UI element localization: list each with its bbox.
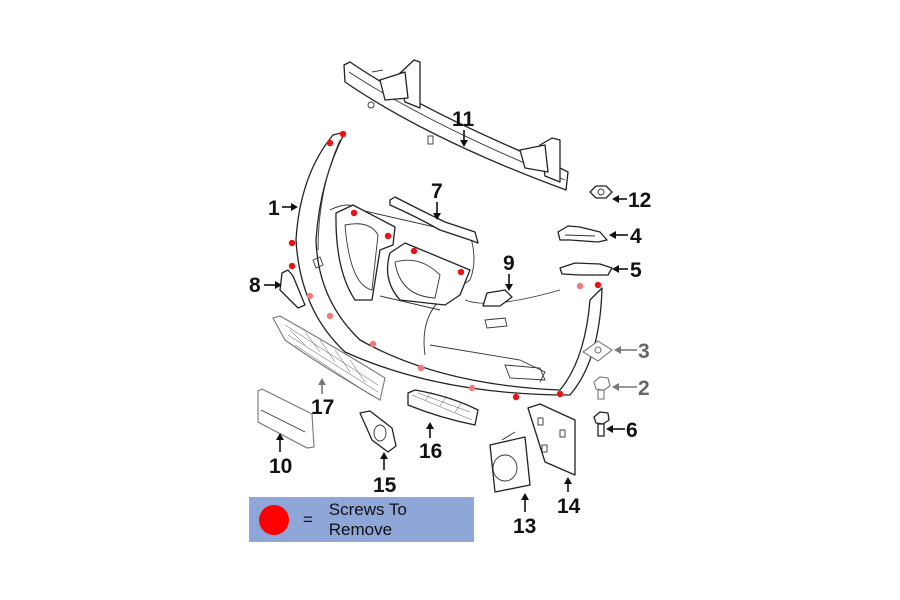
label-part-3: 3 bbox=[638, 340, 650, 363]
screw-marker bbox=[384, 232, 392, 240]
label-part-1: 1 bbox=[268, 197, 280, 220]
label-part-10: 10 bbox=[269, 455, 292, 478]
screw-marker bbox=[326, 312, 334, 320]
part-2-bolt bbox=[593, 376, 611, 400]
label-part-13: 13 bbox=[513, 515, 536, 538]
label-part-16: 16 bbox=[419, 440, 442, 463]
label-part-2: 2 bbox=[638, 377, 650, 400]
label-part-14: 14 bbox=[557, 495, 581, 518]
screw-marker bbox=[512, 393, 520, 401]
part-13-fog-lamp bbox=[489, 431, 531, 493]
screw-markers bbox=[288, 130, 602, 401]
part-3-clip-nut bbox=[582, 340, 613, 362]
label-part-11: 11 bbox=[452, 108, 475, 131]
label-part-5: 5 bbox=[630, 259, 642, 282]
screw-marker bbox=[326, 139, 334, 147]
label-part-15: 15 bbox=[373, 474, 397, 497]
screw-marker bbox=[468, 384, 476, 392]
label-part-12: 12 bbox=[628, 189, 651, 212]
screw-marker bbox=[594, 281, 602, 289]
screw-marker bbox=[457, 268, 465, 276]
label-part-6: 6 bbox=[626, 419, 638, 442]
part-4-upper-bracket bbox=[557, 225, 608, 243]
screw-marker bbox=[556, 390, 564, 398]
screw-marker bbox=[350, 209, 358, 217]
label-part-8: 8 bbox=[249, 274, 261, 297]
part-7-seal-strip bbox=[389, 196, 479, 244]
screw-marker bbox=[417, 364, 425, 372]
part-10-license-plate-bracket bbox=[257, 388, 315, 449]
legend-equals: = bbox=[302, 509, 313, 529]
screw-marker bbox=[410, 247, 418, 255]
legend-text: Screws To Remove bbox=[328, 499, 407, 539]
part-1-bumper-cover bbox=[295, 131, 603, 396]
part-15-fog-lamp-bezel bbox=[359, 410, 397, 453]
label-part-4: 4 bbox=[630, 225, 642, 248]
label-part-7: 7 bbox=[431, 180, 443, 203]
part-14-mount-bracket bbox=[527, 403, 576, 476]
leader-arrows bbox=[264, 130, 637, 512]
label-part-17: 17 bbox=[311, 396, 334, 419]
part-16-side-grille bbox=[407, 389, 479, 426]
screw-marker bbox=[306, 292, 314, 300]
part-5-lower-bracket bbox=[559, 262, 613, 276]
label-part-9: 9 bbox=[503, 252, 515, 275]
part-8-side-cover bbox=[279, 269, 306, 309]
screw-marker bbox=[288, 262, 296, 270]
part-11-reinforcement-bar bbox=[343, 59, 569, 191]
part-12-nut bbox=[589, 185, 613, 199]
screw-legend-dot-icon bbox=[259, 504, 289, 535]
screw-marker bbox=[339, 130, 347, 138]
legend: = Screws To Remove bbox=[249, 497, 474, 542]
screw-marker bbox=[576, 282, 584, 290]
screw-marker bbox=[288, 239, 296, 247]
screw-marker bbox=[369, 340, 377, 348]
part-labels: 1 2 3 4 5 6 7 8 9 10 11 12 13 14 15 16 1… bbox=[249, 108, 651, 538]
part-6-screw bbox=[593, 411, 610, 437]
part-17-center-grille bbox=[272, 315, 386, 401]
part-9-tow-hook-cover bbox=[482, 289, 513, 307]
